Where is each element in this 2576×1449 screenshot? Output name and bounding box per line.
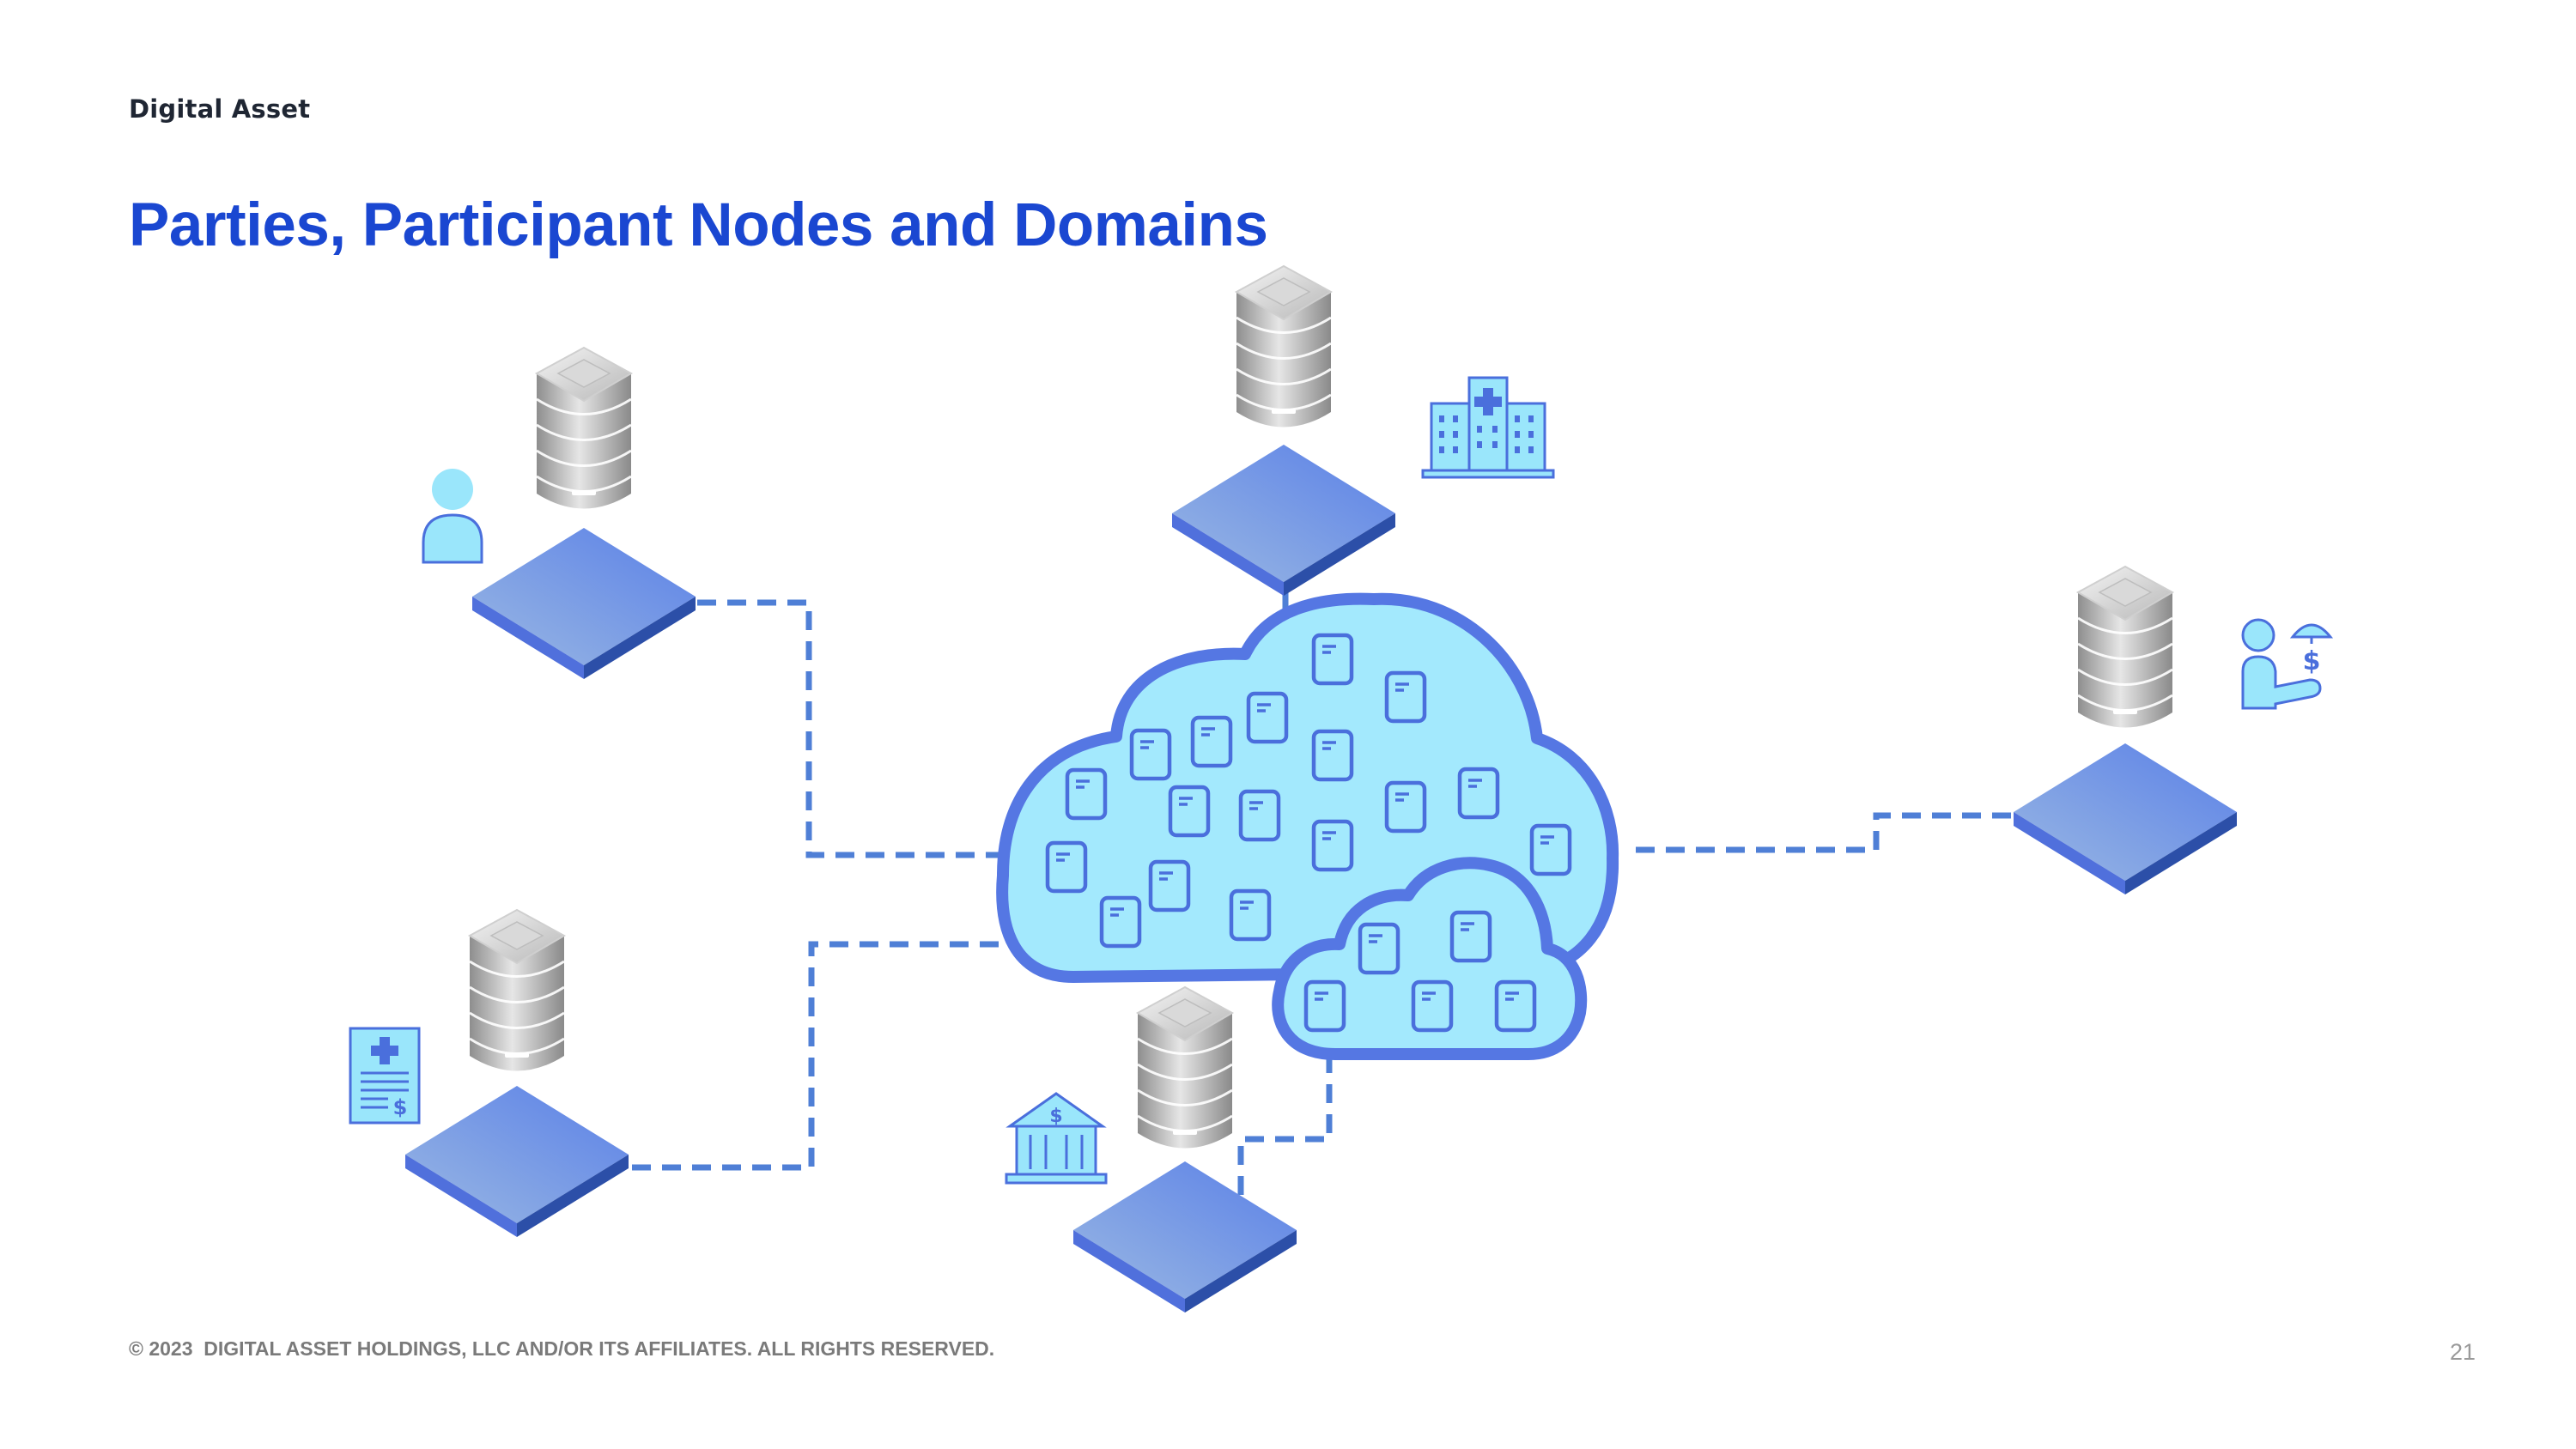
participant-node-hospital xyxy=(1172,264,1395,596)
page-title: Parties, Participant Nodes and Domains xyxy=(129,191,1268,259)
participant-node-invoice xyxy=(405,908,629,1237)
hospital-icon xyxy=(1421,376,1555,479)
participant-node-bank xyxy=(1073,985,1297,1313)
connector-person-node xyxy=(697,599,1006,858)
page-number: 21 xyxy=(2449,1339,2476,1365)
company-logo: Digital Asset xyxy=(129,94,311,124)
person-icon xyxy=(422,469,483,564)
connector-bank-node xyxy=(1237,1052,1333,1195)
copyright-footer: © 2023 DIGITAL ASSET HOLDINGS, LLC AND/O… xyxy=(129,1337,995,1360)
insurance-agent-icon: $ xyxy=(2241,618,2334,710)
medical-invoice-icon: $ xyxy=(349,1027,421,1125)
bank-icon: $ xyxy=(1005,1092,1108,1185)
participant-node-insurance xyxy=(2014,565,2237,894)
connector-invoice-node xyxy=(632,941,1039,1171)
participant-node-person xyxy=(472,346,696,679)
svg-text:$: $ xyxy=(2303,646,2321,676)
svg-text:$: $ xyxy=(1049,1106,1062,1127)
domain-cloud-secondary xyxy=(1272,857,1588,1060)
connector-insurance-node xyxy=(1636,812,2014,853)
svg-text:$: $ xyxy=(393,1095,408,1119)
